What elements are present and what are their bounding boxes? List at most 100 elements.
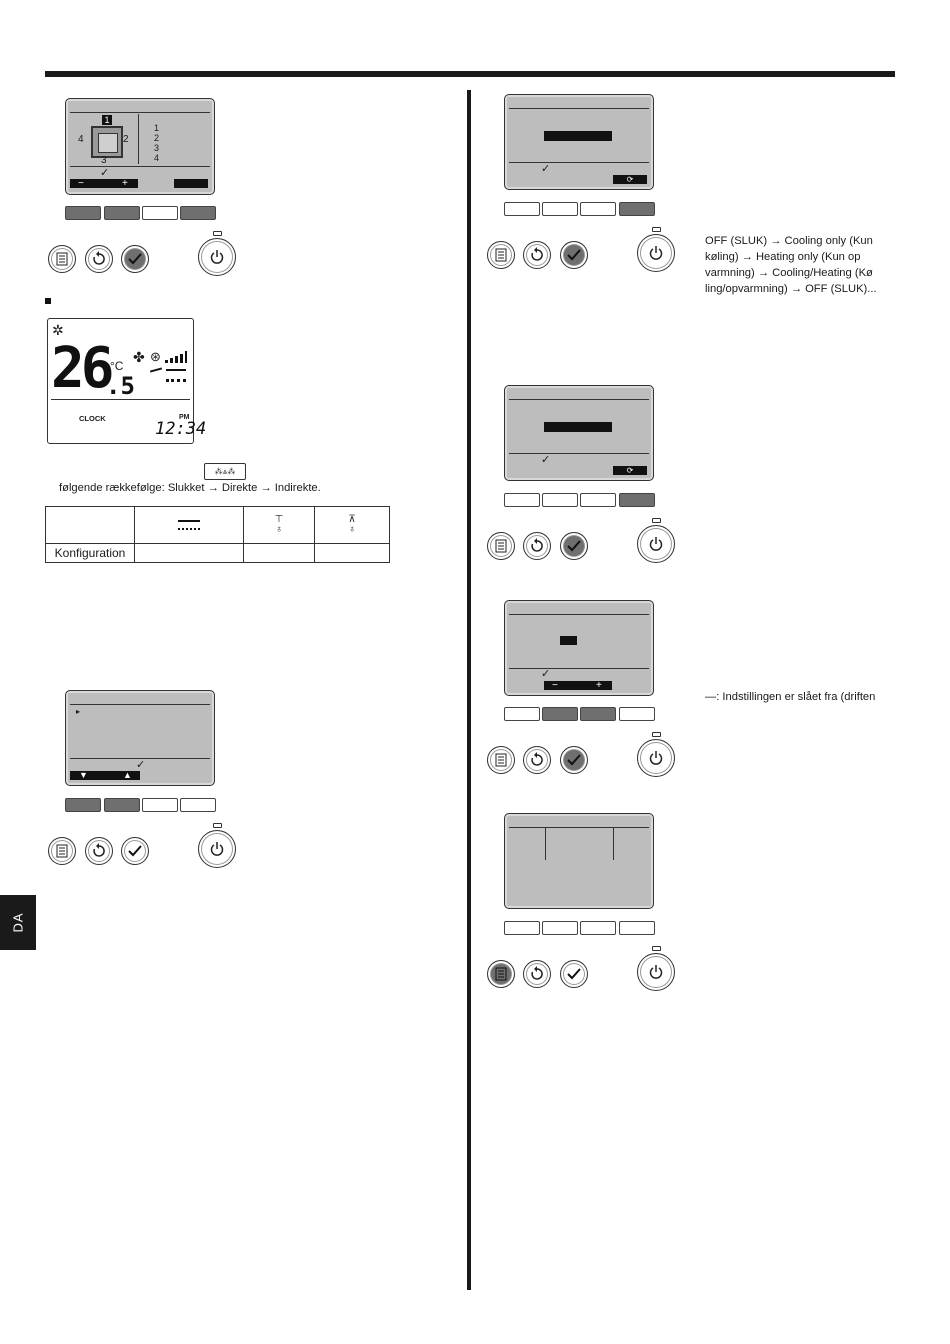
down-up-bar: ▼ ▲ bbox=[70, 771, 140, 780]
ampm-label: PM bbox=[179, 414, 190, 421]
power-button[interactable] bbox=[637, 234, 675, 272]
menu-list-screen: ▸ ✓ ▼ ▲ bbox=[65, 690, 215, 786]
function-key-f2[interactable] bbox=[104, 206, 140, 220]
function-key-f4[interactable] bbox=[619, 707, 655, 721]
function-key-f2[interactable] bbox=[542, 493, 578, 507]
return-button[interactable] bbox=[85, 837, 113, 865]
function-key-f3[interactable] bbox=[580, 707, 616, 721]
confirm-button[interactable] bbox=[121, 245, 149, 273]
minus-plus-bar: − + bbox=[70, 179, 138, 189]
fan-speed-bars-icon bbox=[165, 351, 187, 363]
function-key-f2[interactable] bbox=[542, 921, 578, 935]
function-key-f4[interactable] bbox=[619, 202, 655, 216]
menu-button[interactable] bbox=[487, 532, 515, 560]
check-icon: ✓ bbox=[541, 668, 551, 680]
confirm-button[interactable] bbox=[560, 532, 588, 560]
power-button[interactable] bbox=[637, 953, 675, 991]
cycle-icon: ⟳ bbox=[613, 466, 647, 475]
return-icon bbox=[93, 251, 105, 265]
function-key-f4[interactable] bbox=[619, 493, 655, 507]
menu-button[interactable] bbox=[48, 837, 76, 865]
power-indicator-led bbox=[652, 518, 661, 523]
return-icon bbox=[531, 538, 543, 552]
return-button[interactable] bbox=[523, 241, 551, 269]
function-key-f1[interactable] bbox=[504, 921, 540, 935]
power-button[interactable] bbox=[198, 830, 236, 868]
room-temperature-decimal: .5 bbox=[106, 372, 135, 400]
return-button[interactable] bbox=[523, 532, 551, 560]
menu-button[interactable] bbox=[487, 960, 515, 988]
outlet-label-left: 4 bbox=[78, 134, 84, 145]
power-indicator-led bbox=[213, 231, 222, 236]
check-icon bbox=[567, 540, 581, 552]
power-indicator-led bbox=[213, 823, 222, 828]
plus-label: + bbox=[596, 680, 602, 691]
check-icon: ✓ bbox=[100, 167, 110, 179]
menu-button[interactable] bbox=[487, 746, 515, 774]
value-setting-screen: ✓ − + bbox=[504, 600, 654, 696]
function-label-f4 bbox=[174, 179, 208, 188]
clock-time: 12:34 bbox=[155, 419, 207, 439]
language-tab: DA bbox=[0, 895, 36, 950]
return-icon bbox=[531, 247, 543, 261]
confirm-button[interactable] bbox=[560, 960, 588, 988]
header-rule bbox=[45, 71, 895, 77]
check-icon bbox=[128, 253, 142, 265]
auto-fan-icon: ⊛ bbox=[150, 349, 161, 364]
return-button[interactable] bbox=[523, 960, 551, 988]
table-cell bbox=[243, 543, 315, 563]
function-key-f4[interactable] bbox=[619, 921, 655, 935]
selected-value-block bbox=[560, 636, 577, 645]
menu-icon bbox=[495, 248, 507, 262]
function-key-f2[interactable] bbox=[104, 798, 140, 812]
return-button[interactable] bbox=[85, 245, 113, 273]
return-button[interactable] bbox=[523, 746, 551, 774]
menu-button[interactable] bbox=[487, 241, 515, 269]
return-icon bbox=[531, 966, 543, 980]
mode-setting-screen: ✓ ⟳ bbox=[504, 94, 654, 190]
function-key-f1[interactable] bbox=[65, 206, 101, 220]
function-key-f3[interactable] bbox=[142, 206, 178, 220]
menu-icon bbox=[56, 844, 68, 858]
function-key-f3[interactable] bbox=[580, 493, 616, 507]
text-line: ling/opvarmning) → OFF (SLUK)... bbox=[705, 283, 877, 295]
return-icon bbox=[93, 843, 105, 857]
power-icon bbox=[210, 250, 224, 264]
selected-outlet-number: 1 bbox=[102, 115, 112, 125]
language-tab-label: DA bbox=[10, 912, 26, 933]
function-key-f1[interactable] bbox=[504, 493, 540, 507]
power-indicator-led bbox=[652, 227, 661, 232]
function-key-f2[interactable] bbox=[542, 202, 578, 216]
confirm-button[interactable] bbox=[560, 241, 588, 269]
text-line: varmning) → Cooling/Heating (Kø bbox=[705, 267, 873, 279]
power-button[interactable] bbox=[198, 238, 236, 276]
check-icon: ✓ bbox=[136, 759, 146, 771]
clock-label: CLOCK bbox=[79, 414, 106, 423]
selected-value-bar bbox=[544, 422, 612, 432]
power-button[interactable] bbox=[637, 739, 675, 777]
power-icon bbox=[649, 537, 663, 551]
airflow-button-icon: ⁂⩓⁂ bbox=[204, 463, 246, 480]
confirm-button[interactable] bbox=[560, 746, 588, 774]
confirm-button[interactable] bbox=[121, 837, 149, 865]
function-key-f4[interactable] bbox=[180, 206, 216, 220]
function-key-f3[interactable] bbox=[142, 798, 178, 812]
column-divider bbox=[467, 90, 471, 1290]
power-button[interactable] bbox=[637, 525, 675, 563]
function-key-f3[interactable] bbox=[580, 921, 616, 935]
menu-icon bbox=[495, 967, 507, 981]
minus-label: − bbox=[552, 680, 558, 691]
function-key-f4[interactable] bbox=[180, 798, 216, 812]
function-key-f1[interactable] bbox=[504, 202, 540, 216]
airflow-off-icon bbox=[178, 520, 200, 530]
menu-button[interactable] bbox=[48, 245, 76, 273]
function-key-f1[interactable] bbox=[65, 798, 101, 812]
fan-icon: ✤ bbox=[133, 349, 145, 365]
function-key-f2[interactable] bbox=[542, 707, 578, 721]
menu-icon bbox=[495, 753, 507, 767]
function-key-f3[interactable] bbox=[580, 202, 616, 216]
function-key-f1[interactable] bbox=[504, 707, 540, 721]
section-bullet bbox=[45, 298, 51, 304]
outlet-label-bottom: 3 bbox=[101, 155, 107, 166]
cursor-icon: ▸ bbox=[76, 707, 81, 716]
